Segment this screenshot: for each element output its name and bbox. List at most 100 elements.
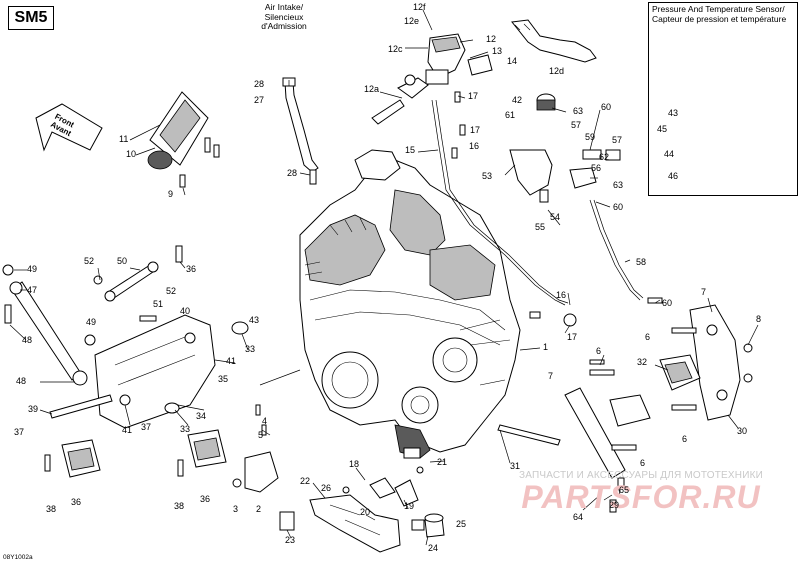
callout: 38 [174,501,185,511]
callout: 16 [556,290,567,300]
document-reference: 08Y1002a [3,554,33,561]
callout: 2 [256,504,262,514]
air-intake-title: Air Intake/ Silencieux d'Admission [261,2,307,31]
callout: 44 [664,149,675,159]
callout: 20 [360,507,371,517]
callout: 36 [186,264,197,274]
callout: 42 [512,95,523,105]
callout: 39 [28,404,39,414]
callout: 28 [287,168,298,178]
callout: 60 [613,202,624,212]
callout: 14 [507,56,518,66]
callout: 27 [254,95,265,105]
callout: 31 [510,461,521,471]
callout: 10 [126,149,137,159]
callout: 26 [321,483,332,493]
callout: 17 [567,332,578,342]
callout: 6 [640,458,646,468]
callout: 53 [482,171,493,181]
callout: 49 [86,317,97,327]
callout: 7 [701,287,707,297]
callout: 46 [668,171,679,181]
callout: 47 [27,285,38,295]
callout: 37 [14,427,25,437]
callout: 35 [218,374,229,384]
callout: 3 [233,504,239,514]
callout: 24 [428,543,439,553]
callout: 23 [285,535,296,545]
callout: 60 [601,102,612,112]
callout: 11 [119,134,129,144]
engine-assembly [299,149,521,459]
callout: 52 [84,256,95,266]
callout: 52 [166,286,177,296]
callout: 33 [245,344,256,354]
fasteners [255,91,663,513]
inset-title: Pressure And Temperature Sensor/ Capteur… [652,4,787,24]
callout: 17 [468,91,479,101]
breather-hose [589,199,641,301]
callout: 5 [258,430,264,440]
callout: 28 [254,79,265,89]
callout: 12f [413,2,426,12]
callout: 60 [662,298,673,308]
callout: 54 [550,212,561,222]
callout: 12d [549,66,565,76]
callout: 57 [612,135,623,145]
callout: 19 [404,501,415,511]
callout: 32 [637,357,648,367]
engine-mount-bracket-left [49,314,249,429]
callout: 22 [300,476,311,486]
callout: 29 [609,500,620,510]
callout: 25 [456,519,467,529]
callout: 18 [349,459,360,469]
callout: 1 [543,342,549,352]
callout: 36 [71,497,82,507]
callout: 63 [613,180,624,190]
callout: 16 [469,141,480,151]
callout: 7 [548,371,554,381]
engine-mount-bracket-right [497,304,753,479]
callout: 50 [117,256,128,266]
callout: 12c [388,44,403,54]
callout: 43 [249,315,260,325]
callout: 6 [682,434,688,444]
callout: 6 [645,332,651,342]
callout: 12e [404,16,420,26]
callout: 37 [141,422,152,432]
callout: 56 [591,163,602,173]
watermark-tagline: ЗАПЧАСТИ И АКСЕССУАРЫ ДЛЯ МОТОТЕХНИКИ [518,470,764,481]
callout: 30 [737,426,748,436]
callout: 21 [437,457,448,467]
watermark-logo-text: PARTSFOR.RU [521,479,761,515]
torque-rod [2,245,183,386]
callout: 9 [168,189,174,199]
throttle-body-assembly [371,19,597,125]
callout: 49 [27,264,38,274]
callout: 63 [573,106,584,116]
callout: 40 [180,306,191,316]
callout: 12 [486,34,497,44]
callout: 33 [180,424,191,434]
callout: 43 [668,108,679,118]
callout: 59 [585,132,596,142]
ignition-coil [147,91,220,188]
callout: 41 [226,356,237,366]
callout: 65 [619,485,630,495]
callout: 13 [492,46,503,56]
callout: 58 [636,257,647,267]
inset-frame [648,2,798,196]
callout: 36 [200,494,211,504]
rubber-mounts [44,429,279,493]
callout: 55 [535,222,546,232]
callout: 64 [573,512,584,522]
callout: 45 [657,124,668,134]
callout: 34 [196,411,207,421]
page-code-label: SM5 [8,6,54,30]
callout: 48 [16,376,27,386]
callout: 15 [405,145,416,155]
callout: 62 [599,152,610,162]
callout: 61 [505,110,516,120]
